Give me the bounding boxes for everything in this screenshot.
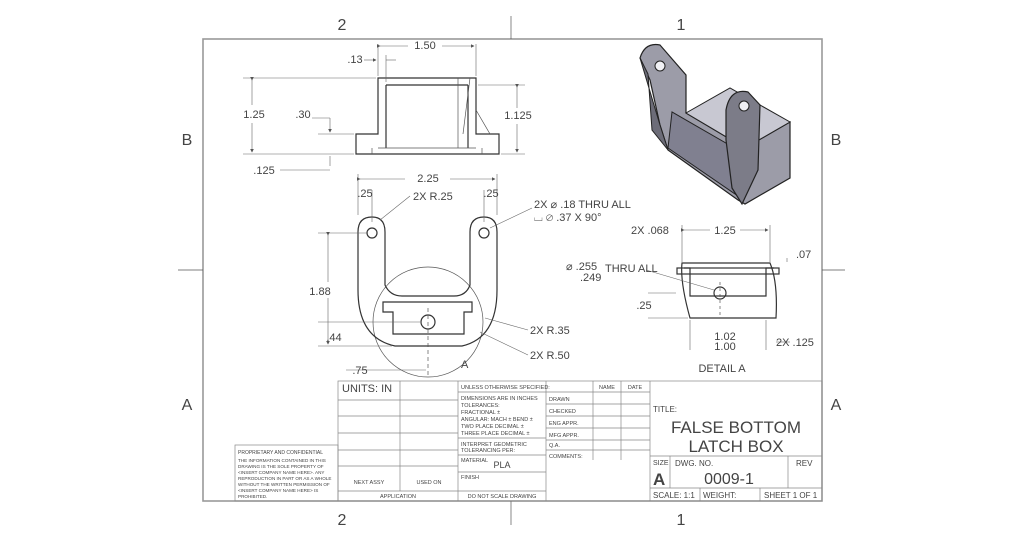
name-header: NAME (599, 385, 615, 391)
proprietary-line: DRAWING IS THE SOLE PROPERTY OF (238, 464, 324, 469)
do-not-scale: DO NOT SCALE DRAWING (468, 494, 537, 500)
unless-specified: UNLESS OTHERWISE SPECIFIED: (461, 385, 550, 391)
dim-1-25-height: 1.25 (243, 109, 264, 121)
dim-r025: 2X R.25 (413, 191, 453, 203)
tolerancing-per: TOLERANCING PER: (461, 448, 515, 454)
detail-dim-2x-125: 2X .125 (776, 337, 814, 349)
checked-label: CHECKED (549, 409, 576, 415)
rev-label: REV (796, 459, 813, 468)
zone-left-a: A (182, 397, 193, 414)
detail-dim-2x-068: 2X .068 (631, 225, 669, 237)
dim-1-88: 1.88 (309, 286, 330, 298)
zone-bottom-2: 2 (338, 512, 347, 529)
dim-013: .13 (347, 54, 362, 66)
dim-075: .75 (352, 365, 367, 377)
top-view: 2.25 .25 .25 2X R.25 2X ⌀ .18 THRU ALL ⌴… (309, 173, 631, 378)
dwg-no-value: 0009-1 (704, 471, 754, 488)
dim-030: .30 (295, 109, 310, 121)
qa-label: Q.A. (549, 443, 560, 449)
eng-appr-label: ENG APPR. (549, 421, 579, 427)
zone-right-a: A (831, 397, 842, 414)
tol-fractional: FRACTIONAL ± (461, 410, 500, 416)
units-label: UNITS: IN (342, 383, 392, 395)
detail-label: DETAIL A (698, 363, 746, 375)
proprietary-line: THE INFORMATION CONTAINED IN THIS (238, 458, 326, 463)
used-on: USED ON (416, 480, 441, 486)
size-value: A (653, 470, 665, 489)
tol-angular: ANGULAR: MACH ± BEND ± (461, 417, 533, 423)
date-header: DATE (628, 385, 643, 391)
hole-callout-2: ⌴ ⌀ .37 X 90° (534, 212, 602, 224)
material-value: PLA (493, 460, 510, 470)
dims-in-inches: DIMENSIONS ARE IN INCHES (461, 396, 538, 402)
dim-2-25: 2.25 (417, 173, 438, 185)
dim-025-left: .25 (357, 188, 372, 200)
proprietary-line: REPRODUCTION IN PART OR AS A WHOLE (238, 476, 331, 481)
next-assy: NEXT ASSY (354, 480, 385, 486)
detail-dim-1-00: 1.00 (714, 341, 735, 353)
tolerances: TOLERANCES: (461, 403, 500, 409)
finish-label: FINISH (461, 475, 479, 481)
dim-025-right: .25 (483, 188, 498, 200)
size-label: SIZE (653, 460, 669, 467)
zone-bottom-1: 1 (677, 512, 686, 529)
detail-hole-thru: THRU ALL (605, 263, 658, 275)
hole-callout-1: 2X ⌀ .18 THRU ALL (534, 199, 631, 211)
detail-dim-007: .07 (796, 249, 811, 261)
proprietary-line: WITHOUT THE WRITTEN PERMISSION OF (238, 482, 330, 487)
detail-a-view: 1.25 2X .068 .07 ⌀ .255 .249 THRU ALL .2… (566, 225, 814, 375)
proprietary-line: <INSERT COMPANY NAME HERE>. ANY (238, 470, 324, 475)
dim-1-125: 1.125 (504, 110, 532, 122)
detail-hole-dia-max: ⌀ .255 (566, 261, 597, 273)
dim-0125: .125 (253, 165, 274, 177)
material-label: MATERIAL (461, 458, 488, 464)
tol-three-place: THREE PLACE DECIMAL ± (461, 431, 530, 437)
section-marker-a: A (461, 359, 469, 371)
zone-left-b: B (182, 132, 193, 149)
zone-right-b: B (831, 132, 842, 149)
application: APPLICATION (380, 494, 416, 500)
drawn-label: DRAWN (549, 397, 570, 403)
detail-dim-025: .25 (636, 300, 651, 312)
dwg-no-label: DWG. NO. (675, 459, 713, 468)
proprietary-line: PROHIBITED. (238, 494, 267, 499)
title-line-1: FALSE BOTTOM (671, 418, 801, 437)
proprietary-line: <INSERT COMPANY NAME HERE> IS (238, 488, 318, 493)
zone-top-2: 2 (338, 17, 347, 34)
sheet-label: SHEET 1 OF 1 (764, 491, 818, 500)
detail-hole-dia-min: .249 (580, 272, 601, 284)
detail-dim-1-02: 1.02 (714, 331, 735, 343)
scale-label: SCALE: 1:1 (653, 491, 695, 500)
zone-top-1: 1 (677, 17, 686, 34)
title-line-2: LATCH BOX (688, 437, 783, 456)
front-view: 1.50 .13 1.25 .30 1.125 .125 (243, 40, 532, 177)
tol-two-place: TWO PLACE DECIMAL ± (461, 424, 524, 430)
comments-label: COMMENTS: (549, 454, 583, 460)
dim-r035: 2X R.35 (530, 325, 570, 337)
interpret-geometric: INTERPRET GEOMETRIC (461, 442, 527, 448)
mfg-appr-label: MFG APPR. (549, 433, 579, 439)
isometric-view (639, 43, 792, 206)
title-block: UNITS: IN UNLESS OTHERWISE SPECIFIED: DI… (234, 380, 823, 502)
proprietary-title: PROPRIETARY AND CONFIDENTIAL (238, 450, 323, 456)
dim-1-50: 1.50 (414, 40, 435, 52)
weight-label: WEIGHT: (703, 491, 736, 500)
dim-r050: 2X R.50 (530, 350, 570, 362)
detail-dim-1-25: 1.25 (714, 225, 735, 237)
dim-044: .44 (326, 332, 341, 344)
title-label: TITLE: (653, 405, 677, 414)
